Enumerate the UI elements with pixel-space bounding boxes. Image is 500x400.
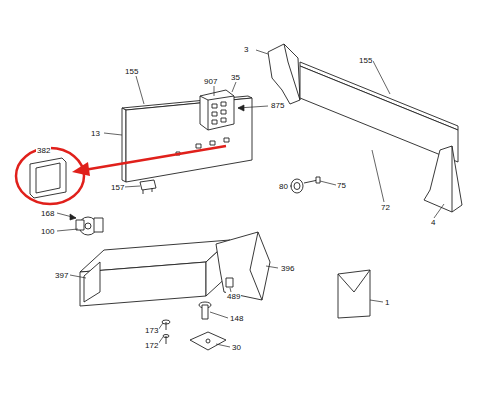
leader-line [214, 86, 215, 96]
back-panel [300, 66, 458, 162]
callout-number: 155 [358, 56, 373, 65]
duct-opening [84, 262, 100, 302]
end-cap [424, 146, 462, 212]
leader-arrowhead [238, 105, 244, 111]
valve-port [76, 220, 84, 230]
leader-line [256, 50, 268, 54]
leader-line [124, 186, 140, 187]
switch-terminal [212, 112, 217, 116]
bolt-shank [202, 305, 208, 319]
switch-terminal [221, 102, 226, 106]
clip-part [140, 180, 156, 190]
panel-end [122, 108, 126, 182]
leader-line [372, 150, 384, 202]
callout-number: 75 [336, 181, 347, 190]
callout-number: 172 [144, 341, 159, 350]
panel-part-face [36, 163, 60, 193]
leader-line [370, 300, 383, 302]
switch-block [200, 90, 234, 130]
bracket [216, 232, 270, 300]
callout-number: 13 [90, 129, 101, 138]
knob-hub [294, 183, 300, 190]
callout-number: 100 [40, 227, 55, 236]
callout-number: 396 [280, 264, 295, 273]
callout-number: 3 [243, 45, 249, 54]
clip-pin [152, 188, 153, 192]
screw-shank [166, 336, 167, 344]
highlight-ring [16, 148, 84, 204]
sheet-fold [338, 270, 370, 292]
callout-number: 907 [203, 77, 218, 86]
callout-number: 155 [124, 67, 139, 76]
small-part [226, 278, 233, 287]
switch-terminal [212, 104, 217, 108]
leader-line [434, 204, 444, 218]
leader-line [266, 266, 278, 268]
panel-hole [196, 144, 201, 148]
valve-coil [94, 218, 103, 232]
leader-line [320, 181, 336, 185]
panel-hole [210, 141, 215, 145]
callout-number: 148 [229, 314, 244, 323]
switch-edge [200, 96, 208, 100]
switch-edge [208, 96, 234, 100]
highlight-arrow [84, 146, 226, 170]
bracket-edge [250, 270, 262, 300]
callout-number: 1 [384, 298, 390, 307]
leader-arrowhead [70, 214, 76, 220]
leader-line [57, 229, 78, 231]
leader-line [232, 82, 236, 92]
knob [291, 179, 303, 193]
callout-number: 80 [278, 182, 289, 191]
callout-number: 875 [270, 101, 285, 110]
screw-shank [166, 322, 167, 330]
bracket-edge [250, 232, 258, 270]
clip-pin [143, 190, 144, 194]
panel-hole [224, 138, 229, 142]
leader-line [290, 186, 292, 187]
callout-number: 173 [144, 326, 159, 335]
callout-number: 382 [36, 146, 51, 155]
valve-center [85, 223, 91, 229]
callout-number: 35 [230, 73, 241, 82]
leader-line [70, 275, 86, 278]
highlight-arrowhead [72, 162, 90, 176]
leader-line [136, 76, 144, 104]
leader-line [216, 344, 230, 347]
callout-number: 157 [110, 183, 125, 192]
end-cap [268, 44, 300, 104]
plate [190, 332, 226, 350]
leader-line [104, 133, 122, 135]
callout-number: 168 [40, 209, 55, 218]
duct-side [80, 262, 206, 306]
callout-number: 397 [54, 271, 69, 280]
switch-edge [208, 100, 209, 130]
callout-number: 4 [430, 218, 436, 227]
end-cap-edge [452, 146, 453, 212]
callout-number: 72 [380, 203, 391, 212]
end-cap-edge [284, 44, 288, 62]
switch-terminal [221, 110, 226, 114]
instruction-sheet [338, 270, 370, 318]
plate-hole [206, 339, 210, 343]
screw-head [316, 177, 320, 183]
switch-terminal [212, 120, 217, 124]
callout-number: 489 [226, 292, 241, 301]
callout-number: 30 [231, 343, 242, 352]
leader-line [373, 61, 390, 94]
end-cap-edge [288, 62, 300, 100]
panel-part [30, 158, 66, 198]
switch-terminal [221, 118, 226, 122]
leader-line [210, 312, 228, 318]
